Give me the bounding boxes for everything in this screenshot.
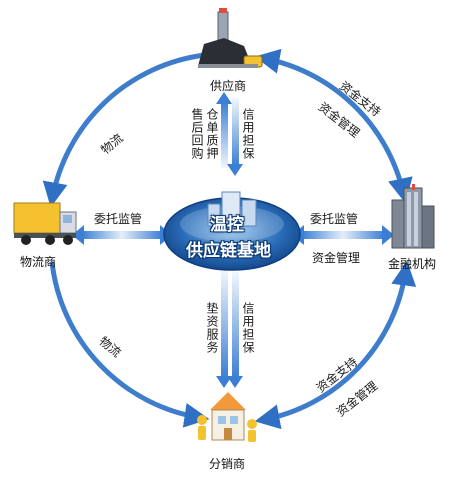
arrow-bottom-left-head	[216, 376, 232, 388]
node-distributor-label: 分销商	[209, 457, 246, 471]
ring-arc-top-right	[254, 48, 413, 204]
edge-label-lower-left: 垫资服务	[205, 302, 219, 354]
distributor-icon	[197, 392, 257, 442]
ring-arc-bottom-right	[254, 260, 417, 430]
edge-label-upper-left-2: 仓单质押	[205, 108, 219, 160]
arrow-right-shaft	[302, 231, 384, 239]
hub-title-line2: 供应链基地	[186, 241, 271, 261]
arrow-bottom-left-shaft	[221, 270, 228, 378]
hub-title-line1: 温控	[210, 215, 244, 235]
arrow-left-shaft	[82, 231, 162, 239]
edge-label-right-2: 资金管理	[312, 251, 361, 265]
arrow-top-right-shaft	[232, 98, 239, 166]
node-financial-label: 金融机构	[388, 257, 437, 271]
edge-label-upper-right: 信用担保	[241, 108, 255, 160]
arrow-left-head-l	[72, 225, 84, 245]
edge-label-upper-left-1: 售后回购	[190, 108, 204, 160]
edge-label-left: 委托监管	[94, 212, 143, 226]
arrow-top-left-shaft	[221, 102, 228, 168]
edge-label-lower-right: 信用担保	[241, 302, 255, 354]
arrow-bottom-right-head	[227, 376, 243, 388]
node-logistics-label: 物流商	[20, 255, 57, 269]
factory-icon	[198, 8, 263, 68]
truck-icon	[13, 202, 77, 245]
arrow-top-left-head	[216, 92, 232, 104]
arrow-top-right-head	[227, 164, 243, 176]
ring-arc-bottom-left	[49, 261, 210, 428]
edge-label-right-1: 委托监管	[310, 212, 359, 226]
hub-base	[163, 191, 301, 271]
node-supplier-label: 供应商	[210, 79, 247, 93]
arrow-bottom-right-shaft	[232, 272, 239, 378]
bank-building-icon	[391, 184, 435, 249]
ring-arc-top-left	[42, 52, 206, 208]
arrow-right-head-r	[382, 225, 394, 245]
